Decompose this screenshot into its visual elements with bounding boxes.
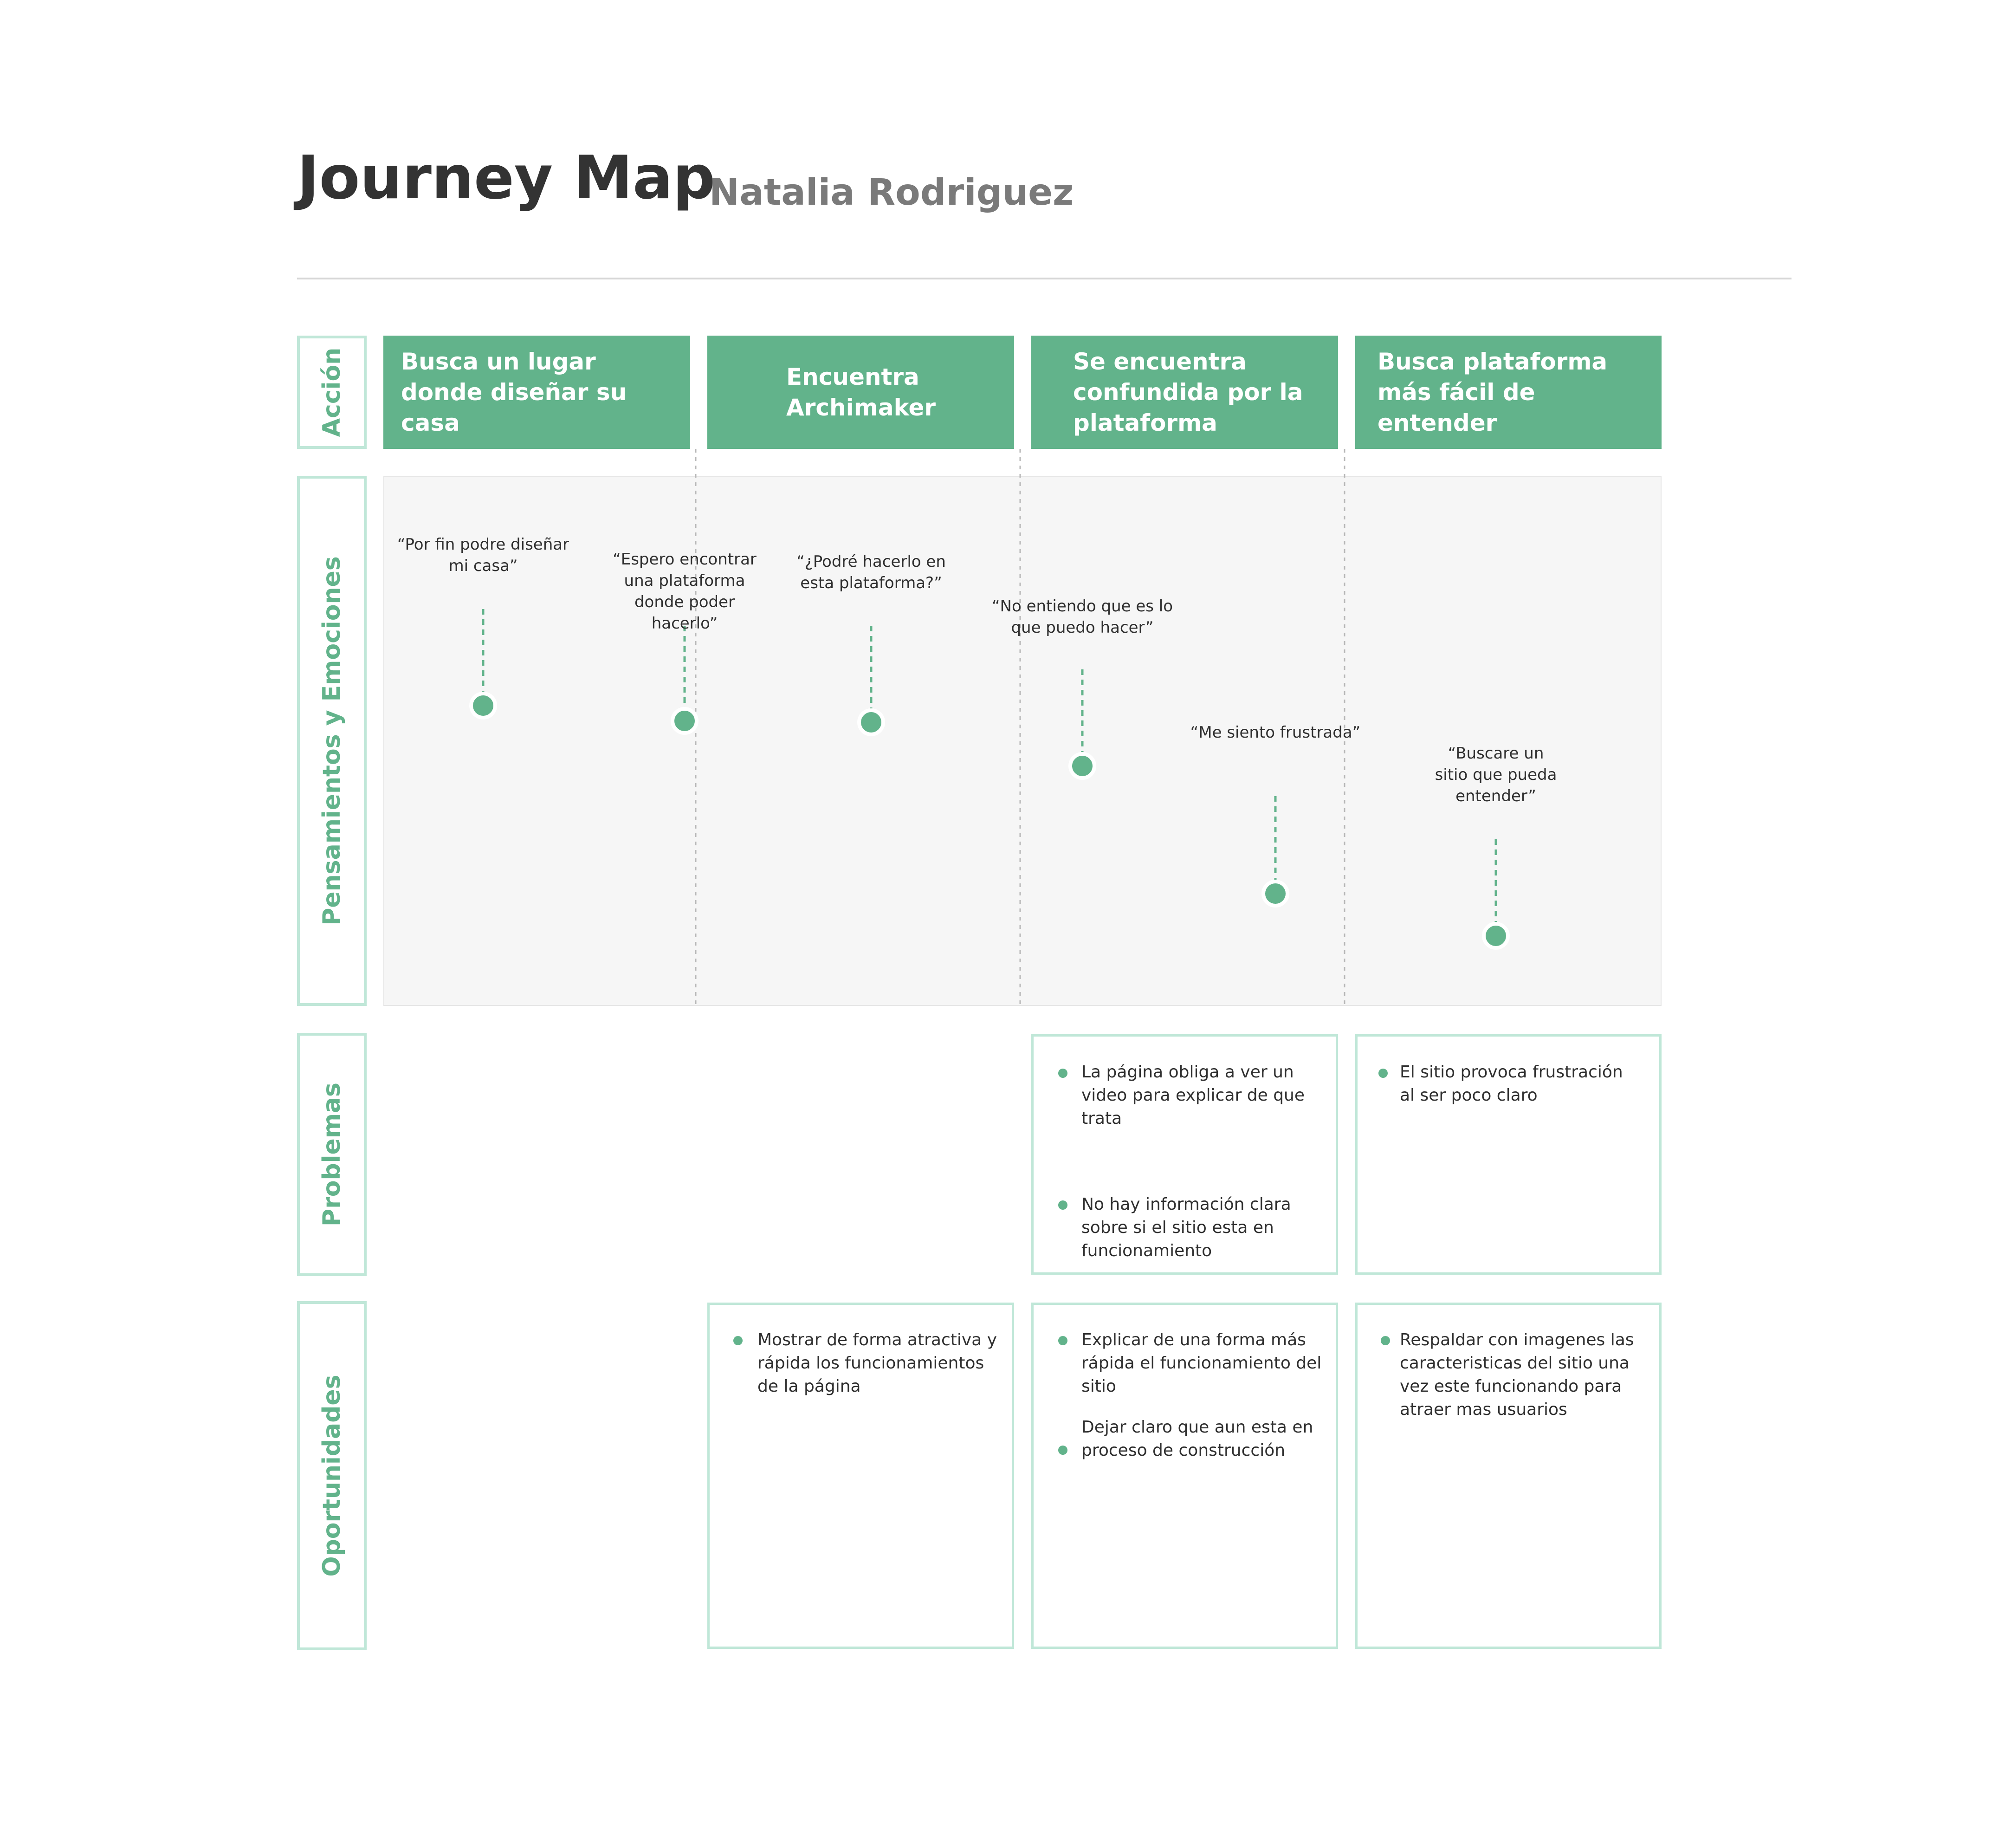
- thought-point-2: [671, 707, 699, 735]
- problems-box-3: [1031, 1034, 1338, 1275]
- opportunities-box-2: [707, 1303, 1014, 1649]
- thought-quote-6: “Buscare un sitio que pueda entender”: [1435, 744, 1557, 805]
- opportunity-item-3-2: Dejar claro que aun esta en proceso de c…: [1081, 1418, 1313, 1460]
- thought-point-1: [469, 692, 497, 720]
- action-card-3: Se encuentra confundida por la plataform…: [1031, 336, 1338, 449]
- thought-quote-3: “¿Podré hacerlo en esta plataforma?”: [796, 552, 946, 592]
- action-card-4: Busca plataforma más fácil de entender: [1355, 336, 1662, 449]
- thought-quote-5: “Me siento frustrada”: [1190, 723, 1361, 742]
- bullet-dot: [1058, 1069, 1067, 1078]
- action-card-2-text: Encuentra Archimaker: [786, 363, 936, 421]
- opportunities-box-4: [1355, 1303, 1662, 1649]
- persona-name: Natalia Rodriguez: [709, 172, 1074, 214]
- header-divider: [297, 278, 1792, 279]
- thought-point-4: [1068, 752, 1096, 780]
- thoughts-panel: [383, 476, 1662, 1006]
- problems-box-4: [1355, 1034, 1662, 1275]
- thought-point-3: [857, 708, 885, 736]
- opportunities-box-3: [1031, 1303, 1338, 1649]
- action-card-1-text: Busca un lugar donde diseñar su casa: [401, 348, 627, 436]
- opportunity-item-3-1: Explicar de una forma más rápida el func…: [1081, 1330, 1322, 1396]
- problem-item-4-1: El sitio provoca frustración al ser poco…: [1400, 1063, 1623, 1105]
- page-title: Journey Map: [297, 143, 716, 213]
- action-card-3-text: Se encuentra confundida por la plataform…: [1073, 348, 1303, 436]
- action-card-2: Encuentra Archimaker: [707, 336, 1014, 449]
- bullet-dot: [733, 1336, 743, 1345]
- row-label-pensamientos: Pensamientos y Emociones: [297, 476, 367, 1006]
- bullet-dot: [1381, 1336, 1390, 1345]
- problem-item-3-1: La página obliga a ver un video para exp…: [1081, 1063, 1305, 1128]
- action-card-4-text: Busca plataforma más fácil de entender: [1378, 348, 1608, 436]
- row-label-problemas: Problemas: [297, 1033, 367, 1276]
- action-card-1: Busca un lugar donde diseñar su casa: [383, 336, 690, 449]
- thought-quote-1: “Por fin podre diseñar mi casa”: [397, 535, 569, 575]
- opportunity-item-4-1: Respaldar con imagenes las caracteristic…: [1400, 1330, 1634, 1419]
- opportunity-item-2-1: Mostrar de forma atractiva y rápida los …: [757, 1330, 997, 1396]
- bullet-dot: [1058, 1200, 1067, 1210]
- thought-quote-4: “No entiendo que es lo que puedo hacer”: [991, 597, 1173, 637]
- row-label-accion: Acción: [297, 336, 367, 449]
- thought-point-6: [1482, 922, 1510, 950]
- thought-point-5: [1261, 880, 1289, 908]
- problem-item-3-2: No hay información clara sobre si el sit…: [1081, 1195, 1291, 1260]
- bullet-dot: [1058, 1336, 1067, 1345]
- bullet-dot: [1058, 1446, 1067, 1455]
- row-label-oportunidades: Oportunidades: [297, 1301, 367, 1650]
- bullet-dot: [1378, 1069, 1388, 1078]
- thought-quote-2: “Espero encontrar una plataforma donde p…: [613, 550, 757, 633]
